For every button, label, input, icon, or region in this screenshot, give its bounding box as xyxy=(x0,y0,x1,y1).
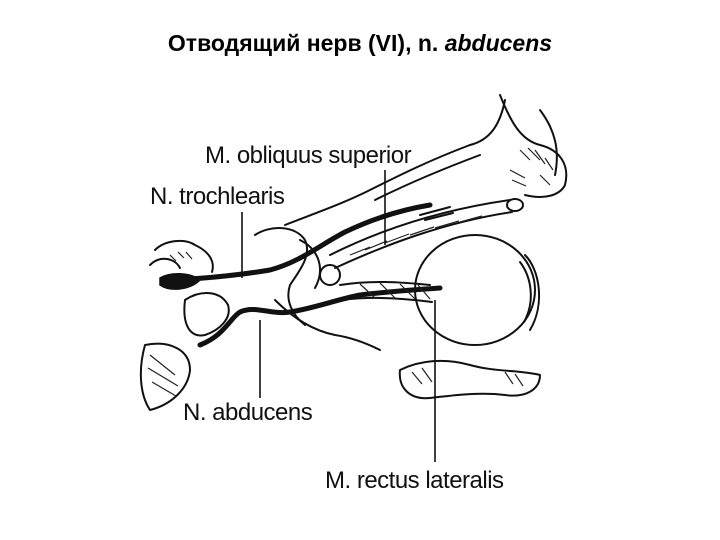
abducens-nerve xyxy=(197,285,443,348)
leader-lines xyxy=(241,170,436,462)
label-trochlearis: N. trochlearis xyxy=(150,183,285,210)
title-italic: abducens xyxy=(444,30,553,56)
bone-fragment-left xyxy=(139,342,191,411)
title-text: Отводящий нерв (VI), n. xyxy=(167,30,445,56)
page-title: Отводящий нерв (VI), n. abducens xyxy=(0,30,720,57)
orbit-bone-superior xyxy=(284,94,568,226)
cavernous-sinus xyxy=(254,227,381,351)
brainstem xyxy=(149,239,230,337)
label-obliquus-superior: M. obliquus superior xyxy=(205,142,412,169)
label-rectus-lateralis: M. rectus lateralis xyxy=(325,467,504,494)
lateral-rectus-muscle xyxy=(339,280,433,303)
superior-oblique-muscle xyxy=(329,199,513,269)
label-abducens: N. abducens xyxy=(183,399,313,426)
bone-fragment-right xyxy=(398,359,541,400)
eyeball xyxy=(414,234,541,346)
